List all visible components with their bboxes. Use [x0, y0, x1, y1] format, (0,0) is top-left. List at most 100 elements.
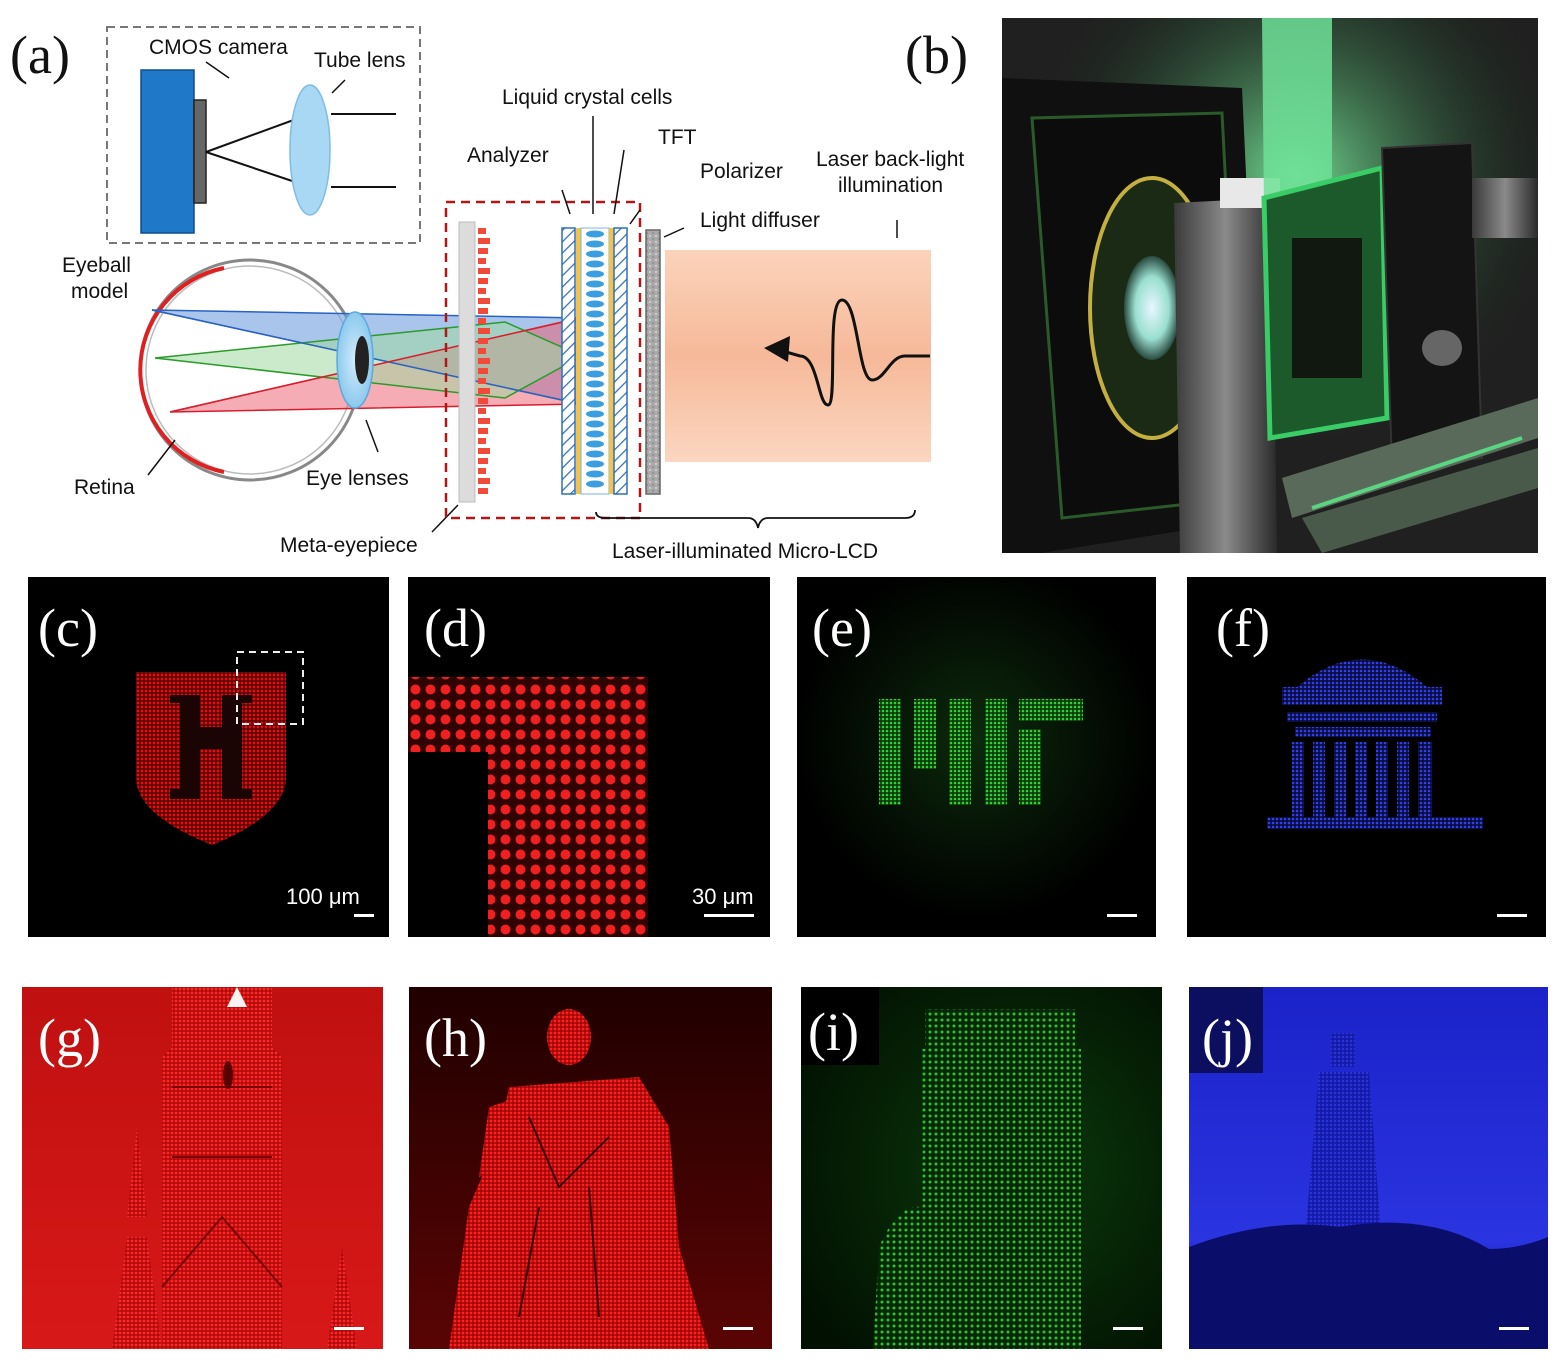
panel-label-c: (c) [38, 598, 98, 658]
micro-lcd-brace [595, 509, 916, 529]
metasurface-element [478, 428, 488, 434]
scale-label-d: 30 μm [692, 884, 754, 909]
metasurface-element [478, 458, 488, 464]
liquid-crystal-molecule [586, 420, 604, 428]
label-micro-lcd: Laser-illuminated Micro-LCD [612, 540, 879, 563]
metasurface-element [478, 288, 486, 294]
light-wave [785, 298, 930, 407]
liquid-crystal-molecule [586, 390, 604, 398]
scale-bar-c [354, 914, 374, 917]
liquid-crystal-molecule [586, 290, 604, 298]
metasurface-element [478, 338, 488, 344]
cmos-camera-body [140, 69, 195, 234]
label-polarizer: Polarizer [700, 160, 783, 183]
liquid-crystal-molecule [586, 450, 604, 458]
liquid-crystal-molecule [586, 480, 604, 488]
mit-logo [879, 699, 1083, 805]
panel-f-building [1187, 577, 1546, 937]
meta-eyepiece [458, 221, 476, 503]
panel-c-harvard-shield: 100 μm [28, 577, 389, 937]
light-diffuser [645, 229, 661, 495]
panel-label-i: (i) [808, 1002, 859, 1062]
metasurface-element [478, 278, 488, 284]
panel-label-j: (j) [1202, 1008, 1253, 1068]
scale-bar-g [334, 1327, 364, 1330]
metasurface-element [478, 348, 486, 354]
scale-bar-h [723, 1327, 753, 1330]
panel-b-photo [1002, 18, 1538, 553]
scale-bar-i [1113, 1327, 1143, 1330]
panel-g-memorial-hall [22, 987, 383, 1349]
label-liquid-crystal-cells: Liquid crystal cells [502, 86, 673, 109]
label-backlight-2: illumination [838, 174, 944, 197]
label-eye-lenses: Eye lenses [306, 467, 409, 490]
liquid-crystal-molecule [586, 440, 604, 448]
liquid-crystal-molecule [586, 430, 604, 438]
panel-j-lighthouse [1189, 987, 1548, 1349]
zoom-box [236, 651, 304, 725]
metasurface-element [478, 438, 486, 444]
label-tube-lens: Tube lens [314, 49, 406, 72]
panel-label-g: (g) [38, 1008, 101, 1068]
metasurface-pattern [478, 228, 490, 494]
label-cmos-camera: CMOS camera [149, 36, 288, 59]
metasurface-element [478, 308, 488, 314]
metasurface-element [478, 228, 486, 234]
seated-statue [449, 1009, 709, 1349]
metasurface-element [478, 478, 490, 484]
cmos-sensor [193, 99, 207, 204]
scale-label-c: 100 μm [286, 884, 360, 909]
label-tft: TFT [658, 126, 697, 149]
metasurface-element [478, 468, 486, 474]
liquid-crystal-molecule [586, 350, 604, 358]
metasurface-element [478, 408, 486, 414]
metasurface-element [478, 418, 490, 424]
metasurface-element [478, 258, 486, 264]
metasurface-element [478, 238, 490, 244]
liquid-crystal-molecule [586, 270, 604, 278]
liquid-crystal-molecule [586, 460, 604, 468]
letter-h [170, 695, 252, 799]
retina-arc [138, 266, 225, 474]
metasurface-element [478, 298, 490, 304]
liquid-crystal-molecule [586, 280, 604, 288]
tube-lens [289, 84, 331, 216]
liquid-crystal-molecule [586, 360, 604, 368]
scale-bar-d [704, 914, 754, 917]
liquid-crystal-molecule [586, 340, 604, 348]
panel-label-b: (b) [905, 25, 968, 85]
liquid-crystal-molecule [586, 470, 604, 478]
panel-e-mit-logo [797, 577, 1156, 937]
liquid-crystal-molecule [586, 260, 604, 268]
liquid-crystal-molecule [586, 230, 604, 238]
metasurface-element [478, 328, 490, 334]
panel-d-zoom-detail: 30 μm [408, 577, 770, 937]
metasurface-element [478, 358, 490, 364]
panel-label-a: (a) [10, 25, 70, 85]
metasurface-element [478, 268, 490, 274]
panel-label-f: (f) [1216, 598, 1270, 658]
label-eyeball-model-2: model [71, 280, 129, 303]
camera-inset-box [106, 26, 421, 244]
liquid-crystal-molecule [586, 250, 604, 258]
label-backlight-1: Laser back-light [816, 148, 965, 171]
scale-bar-j [1499, 1327, 1529, 1330]
metasurface-element [478, 398, 488, 404]
polarizer-layer [613, 227, 628, 495]
metasurface-element [478, 368, 488, 374]
metasurface-element [478, 388, 490, 394]
metasurface-element [478, 248, 488, 254]
liquid-crystal-molecule [586, 370, 604, 378]
metasurface-element [478, 448, 490, 454]
metasurface-element [478, 318, 486, 324]
tower-silhouette [112, 987, 357, 1349]
shield-shape [136, 672, 286, 845]
metasurface-element [478, 488, 488, 494]
liquid-crystal-molecule [586, 410, 604, 418]
liquid-crystal-molecule [586, 240, 604, 248]
liquid-crystal-molecule [586, 310, 604, 318]
liquid-crystal-molecule [586, 320, 604, 328]
tower-building [873, 1009, 1081, 1349]
label-analyzer: Analyzer [467, 144, 549, 167]
label-retina: Retina [74, 476, 135, 499]
